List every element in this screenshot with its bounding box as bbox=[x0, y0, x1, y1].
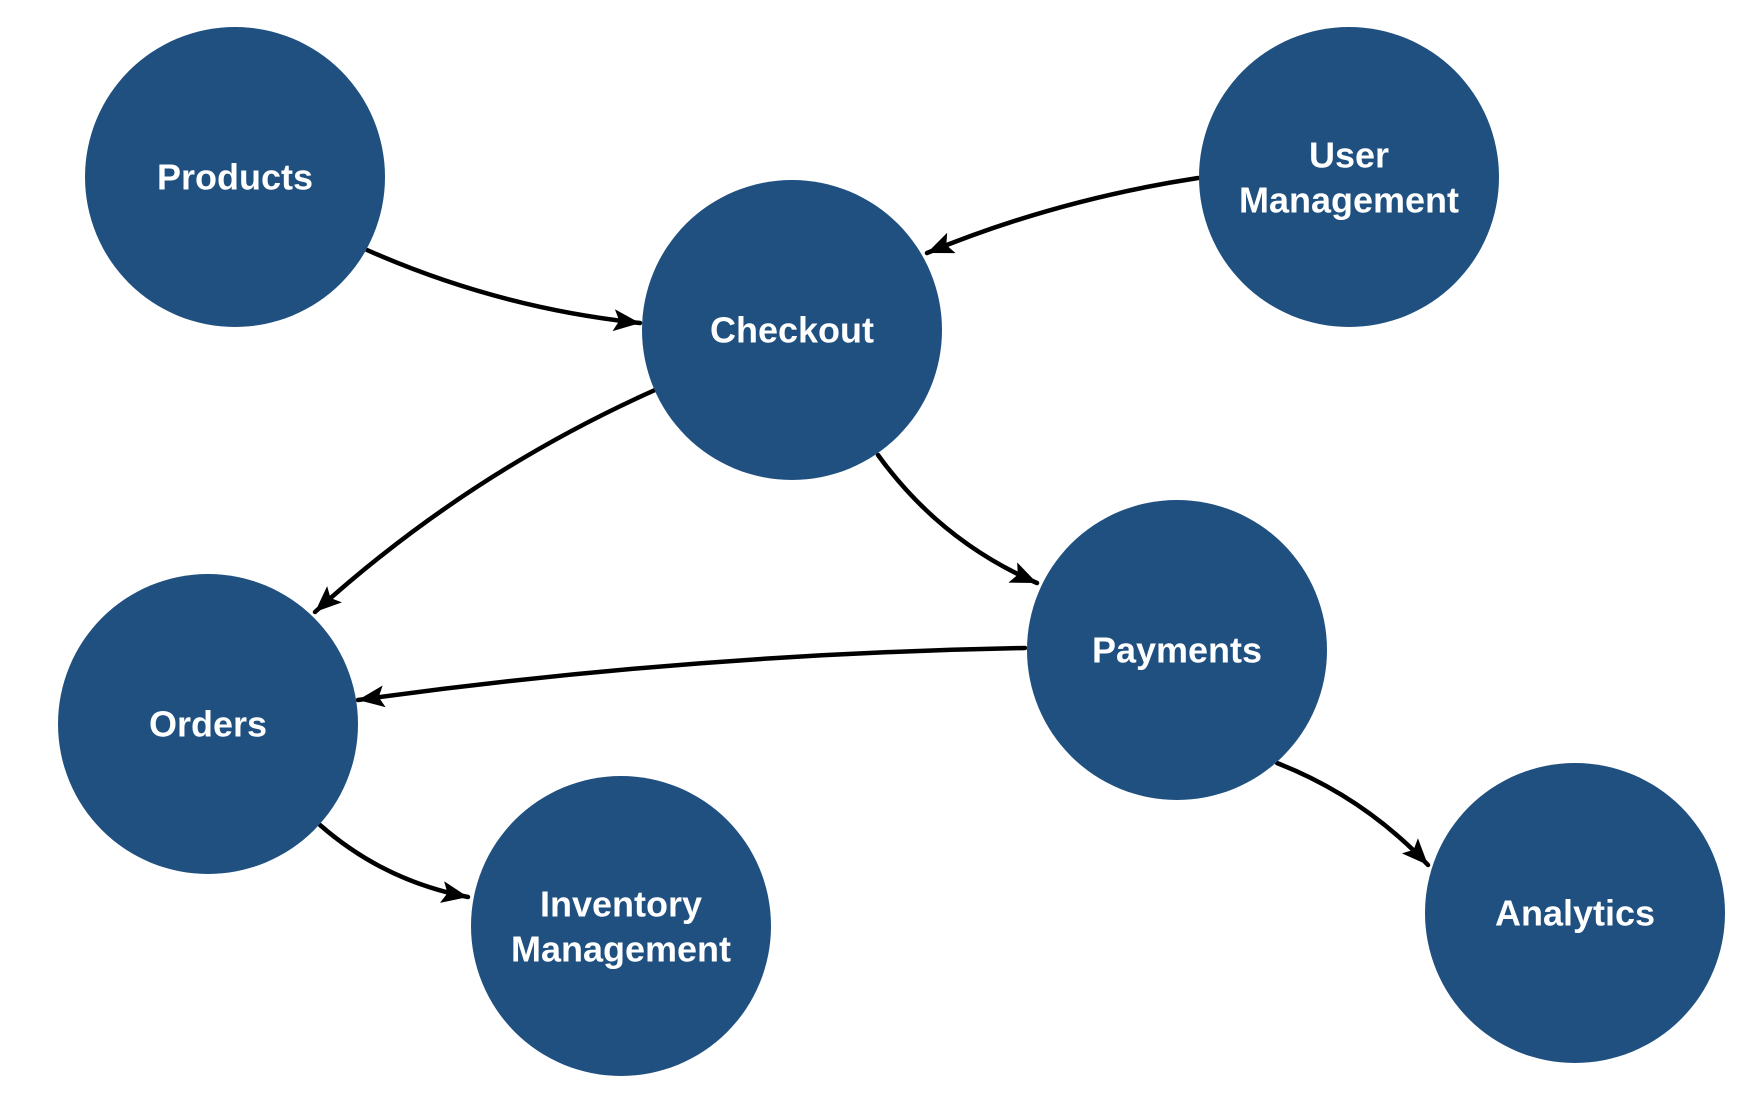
node-circle-inventory-management[interactable] bbox=[471, 776, 771, 1076]
node-orders[interactable]: Orders bbox=[58, 574, 358, 874]
node-circle-analytics[interactable] bbox=[1425, 763, 1725, 1063]
edge-payments-to-analytics bbox=[1274, 760, 1431, 868]
node-circle-orders[interactable] bbox=[58, 574, 358, 874]
edge-products-to-checkout bbox=[364, 247, 643, 332]
edge-payments-to-orders bbox=[355, 645, 1028, 708]
node-circle-user-management[interactable] bbox=[1199, 27, 1499, 327]
node-circle-products[interactable] bbox=[85, 27, 385, 327]
edge-user-management-to-checkout bbox=[924, 175, 1201, 256]
node-circle-payments[interactable] bbox=[1027, 500, 1327, 800]
edge-orders-to-inventory-management bbox=[317, 822, 471, 903]
node-payments[interactable]: Payments bbox=[1027, 500, 1327, 800]
node-circle-checkout[interactable] bbox=[642, 180, 942, 480]
node-products[interactable]: Products bbox=[85, 27, 385, 327]
edges-layer bbox=[312, 175, 1431, 903]
node-analytics[interactable]: Analytics bbox=[1425, 763, 1725, 1063]
edge-checkout-to-orders bbox=[312, 387, 658, 615]
node-checkout[interactable]: Checkout bbox=[642, 180, 942, 480]
edge-checkout-to-payments bbox=[875, 452, 1040, 586]
